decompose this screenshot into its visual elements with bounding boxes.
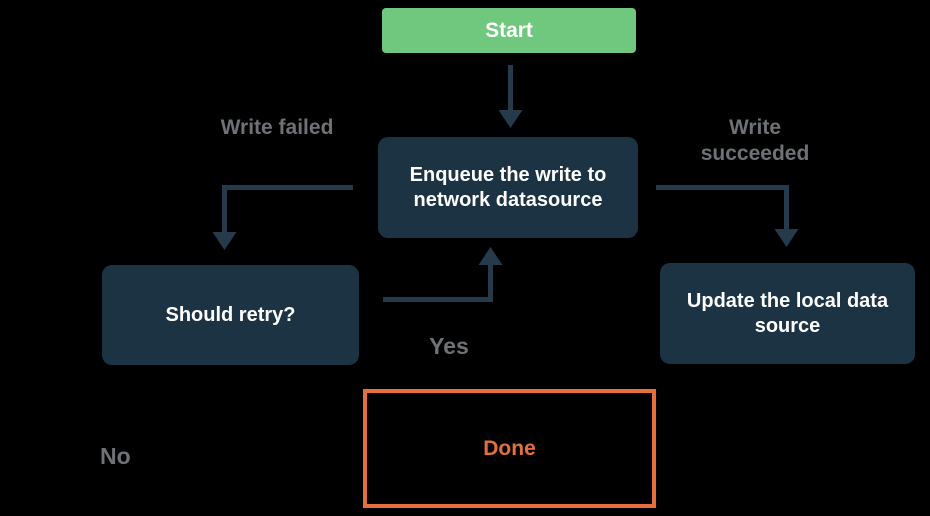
node-done-label: Done (483, 436, 536, 460)
edge-label-no: No (100, 443, 131, 469)
node-should-retry-label: Should retry? (165, 303, 296, 326)
node-update-local-data-label: Update the local data source (686, 289, 889, 337)
node-enqueue-write: Enqueue the write to network datasource (378, 137, 638, 238)
node-enqueue-write-label: Enqueue the write to network datasource (409, 163, 607, 211)
edge-label-write-succeeded: Write succeeded (700, 116, 810, 166)
arrow-enqueue-to-should-retry (212, 185, 353, 250)
node-should-retry: Should retry? (102, 265, 359, 365)
node-start: Start (382, 8, 636, 53)
node-done: Done (363, 389, 656, 508)
arrow-should-retry-to-enqueue (383, 247, 503, 302)
edge-label-write-failed: Write failed (220, 116, 334, 139)
arrow-start-to-enqueue (498, 65, 523, 128)
node-update-local-data: Update the local data source (660, 263, 915, 364)
edge-label-yes: Yes (429, 333, 469, 359)
arrow-enqueue-to-update-local (656, 185, 799, 247)
node-start-label: Start (485, 18, 533, 42)
